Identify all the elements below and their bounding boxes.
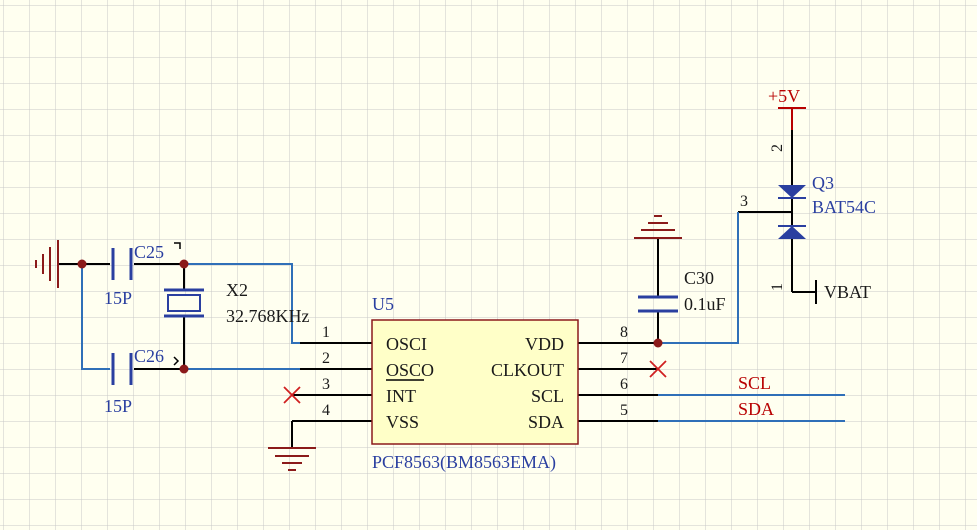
q3-designator: Q3 bbox=[812, 173, 834, 193]
pin-name-osco: OSCO bbox=[386, 360, 434, 380]
diode-q3[interactable] bbox=[778, 185, 806, 239]
junctions bbox=[77, 259, 663, 374]
c26-designator: C26 bbox=[134, 346, 164, 366]
x2-designator: X2 bbox=[226, 280, 248, 300]
vdd-wire bbox=[658, 212, 739, 344]
pin-num-2: 2 bbox=[322, 350, 330, 367]
pin-name-vdd: VDD bbox=[525, 334, 564, 354]
pin-name-sda: SDA bbox=[528, 412, 564, 432]
q3-pin-3: 3 bbox=[740, 193, 748, 210]
net-label-5v: +5V bbox=[768, 86, 800, 106]
pin-name-vss: VSS bbox=[386, 412, 419, 432]
capacitor-c26[interactable] bbox=[111, 353, 133, 385]
junction-dot bbox=[77, 259, 87, 269]
pin-num-7: 7 bbox=[620, 350, 628, 367]
ground-symbol-vss bbox=[268, 447, 316, 471]
capacitor-c30[interactable] bbox=[638, 295, 678, 313]
q3-part: BAT54C bbox=[812, 197, 876, 217]
junction-dot bbox=[653, 338, 663, 348]
c25-value: 15P bbox=[104, 288, 132, 308]
pin-num-3: 3 bbox=[322, 376, 330, 393]
bus-wires bbox=[658, 394, 845, 422]
pin-name-scl: SCL bbox=[531, 386, 564, 406]
q3-pin-1: 1 bbox=[769, 283, 786, 291]
c30-value: 0.1uF bbox=[684, 294, 726, 314]
ic-u5-body[interactable] bbox=[371, 319, 579, 445]
pin-num-4: 4 bbox=[322, 402, 330, 419]
capacitor-c25[interactable] bbox=[111, 248, 133, 280]
u5-designator: U5 bbox=[372, 294, 394, 314]
crystal-wires bbox=[81, 263, 300, 370]
net-label-vbat: VBAT bbox=[824, 282, 871, 302]
crystal-x2[interactable] bbox=[164, 288, 204, 318]
pin-num-6: 6 bbox=[620, 376, 628, 393]
u5-part: PCF8563(BM8563EMA) bbox=[372, 452, 556, 473]
pin-name-int: INT bbox=[386, 386, 416, 406]
ground-symbol-left bbox=[35, 240, 59, 288]
pin-name-clkout: CLKOUT bbox=[491, 360, 564, 380]
c26-value: 15P bbox=[104, 396, 132, 416]
x2-value: 32.768KHz bbox=[226, 306, 310, 326]
pin-num-1: 1 bbox=[322, 324, 330, 341]
junction-dot bbox=[179, 259, 189, 269]
no-connect-markers bbox=[283, 360, 667, 404]
q3-pin-2: 2 bbox=[769, 144, 786, 152]
power-port-5v bbox=[778, 107, 806, 130]
net-label-scl: SCL bbox=[738, 373, 771, 393]
ground-symbol-c30 bbox=[634, 215, 682, 239]
crystal-pin-ticks bbox=[173, 242, 181, 366]
pin-num-5: 5 bbox=[620, 402, 628, 419]
c30-designator: C30 bbox=[684, 268, 714, 288]
pin-name-osci: OSCI bbox=[386, 334, 427, 354]
c25-designator: C25 bbox=[134, 242, 164, 262]
pin-num-8: 8 bbox=[620, 324, 628, 341]
component-leads bbox=[58, 108, 816, 448]
junction-dot bbox=[179, 364, 189, 374]
net-label-sda: SDA bbox=[738, 399, 774, 419]
